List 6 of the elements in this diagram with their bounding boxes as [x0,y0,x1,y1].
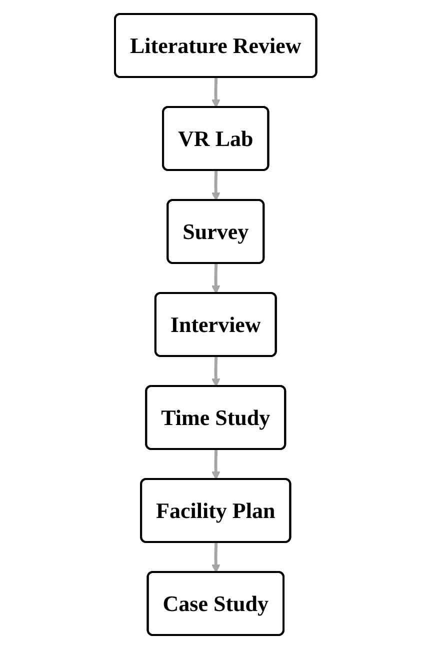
arrow [212,356,221,386]
arrow [212,448,221,480]
arrow [212,76,221,108]
arrow [212,542,221,572]
arrow [212,262,221,294]
arrow [212,170,221,200]
